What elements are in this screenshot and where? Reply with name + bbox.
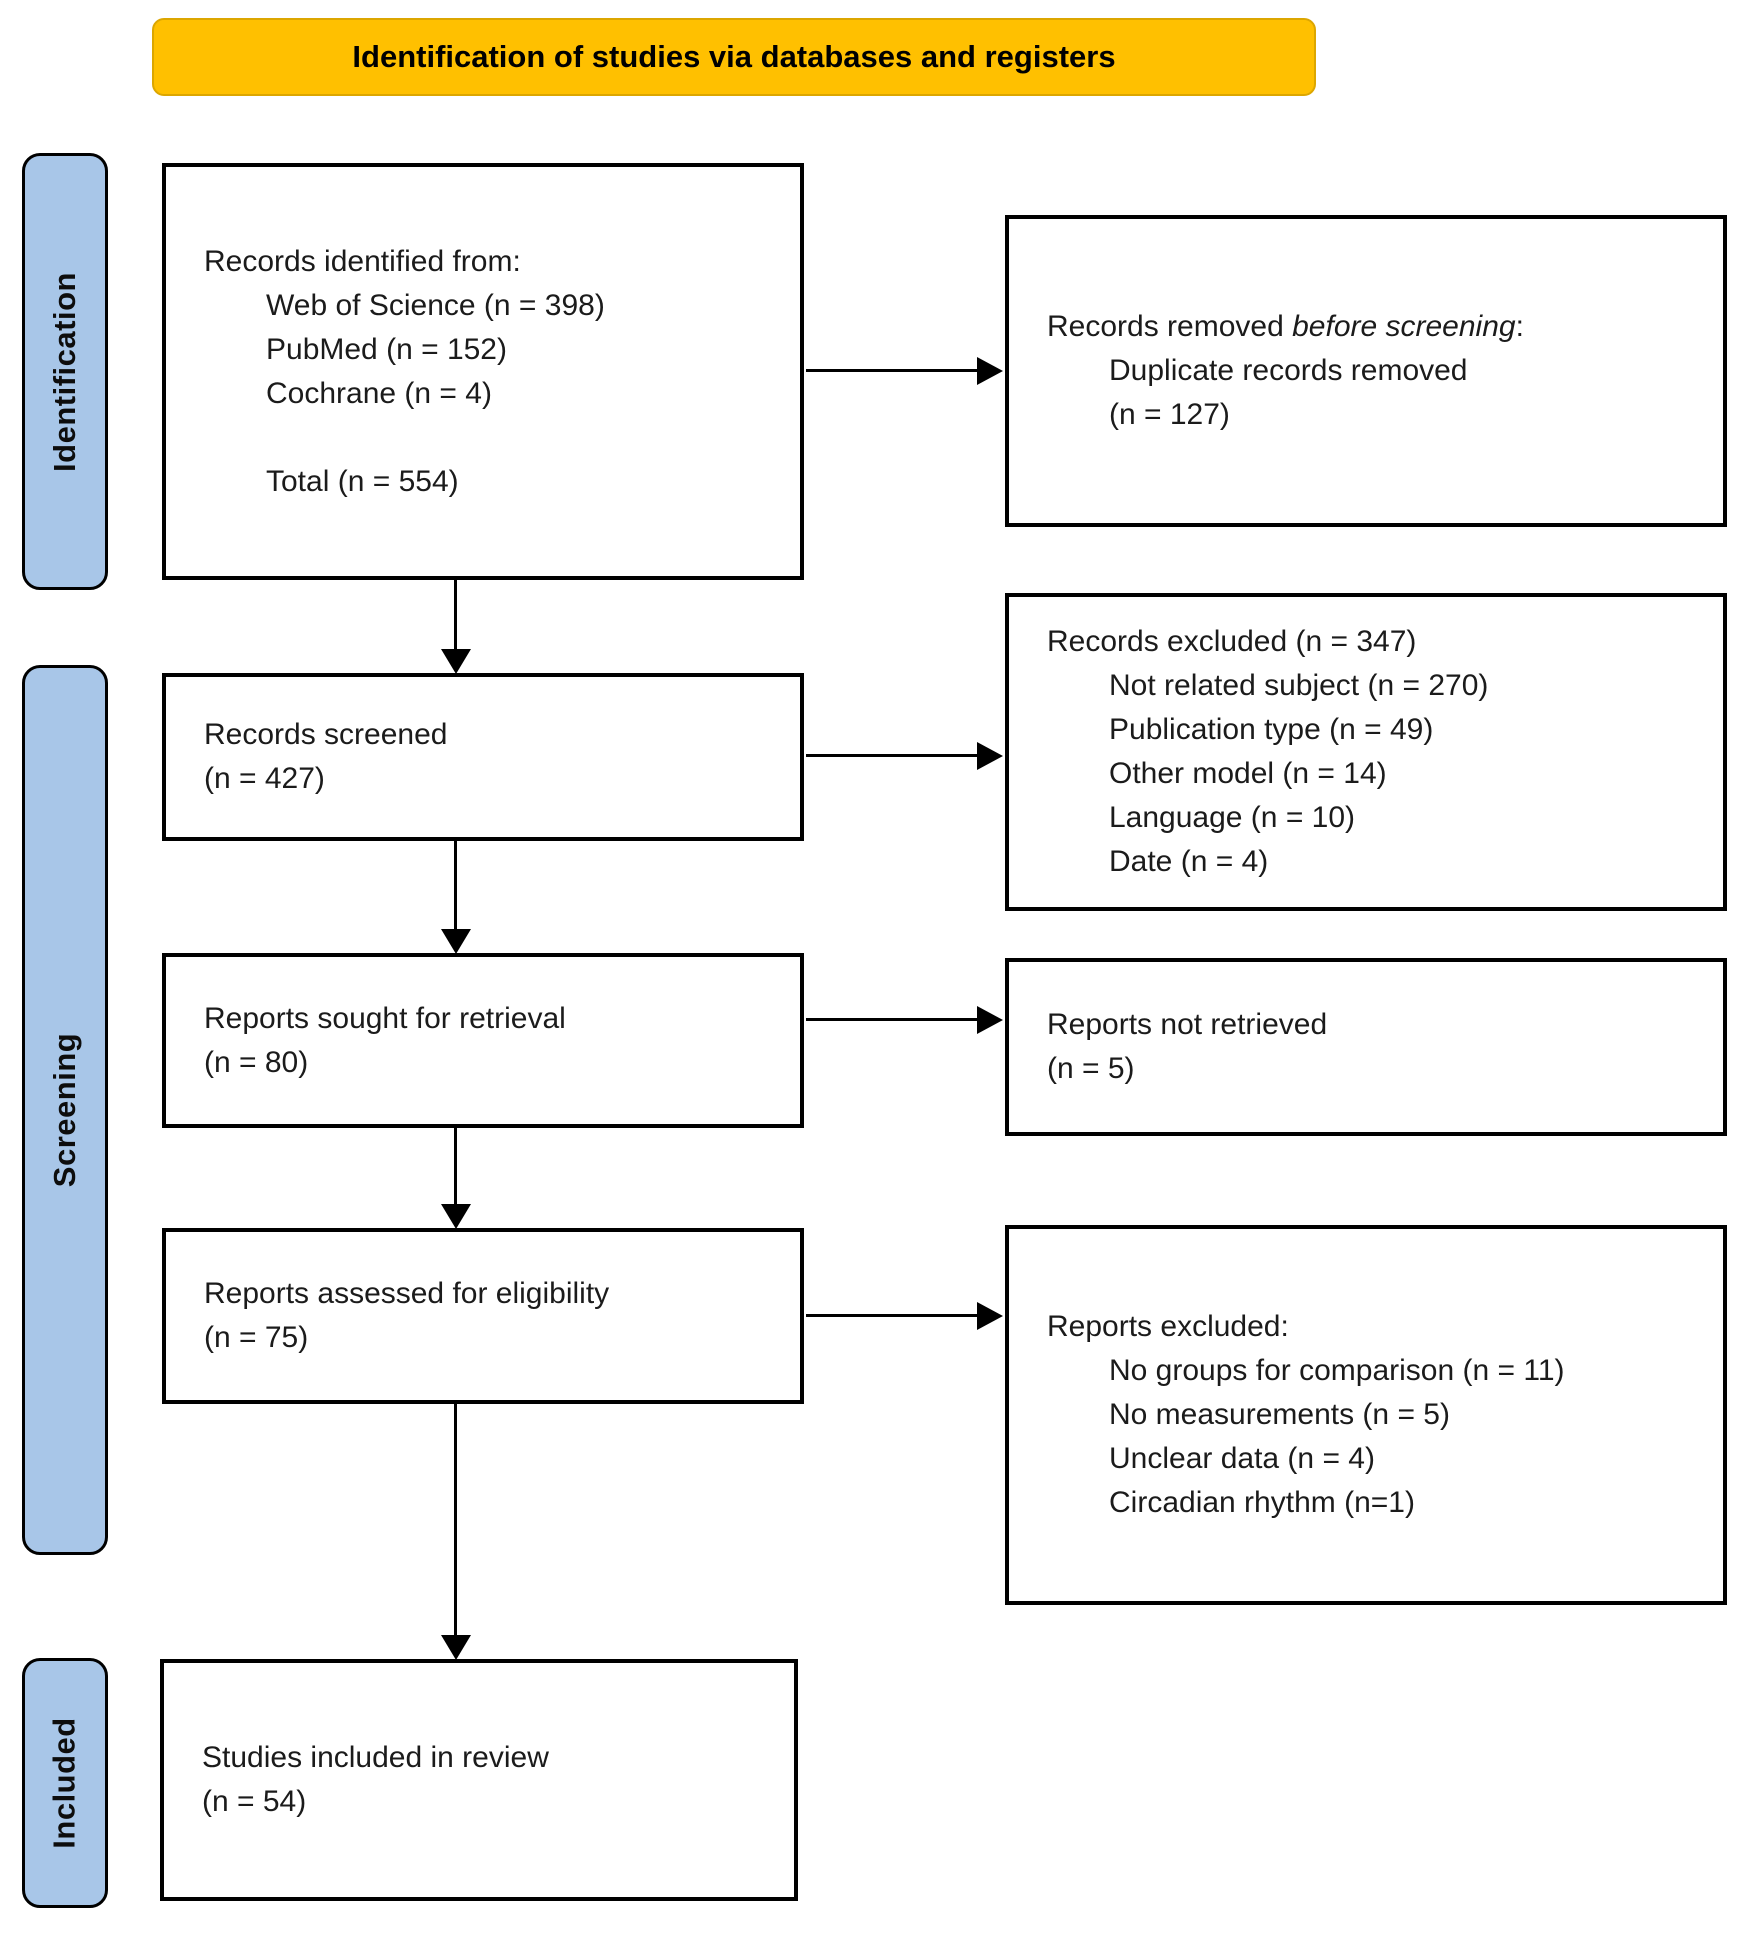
- arrow-identified-to-screened: [454, 580, 457, 649]
- records-removed-heading-prefix: Records removed: [1047, 310, 1293, 343]
- blank-line: [204, 416, 770, 460]
- arrow-screened-to-sought: [454, 841, 457, 929]
- records-identified-total: Total (n = 554): [266, 464, 459, 498]
- reports-excluded-item: No groups for comparison (n = 11): [1109, 1354, 1565, 1387]
- box-records-removed: Records removed before screening: Duplic…: [1005, 215, 1727, 527]
- title-banner-text: Identification of studies via databases …: [352, 39, 1116, 74]
- box-reports-excluded: Reports excluded: No groups for comparis…: [1005, 1225, 1727, 1605]
- box-studies-included: Studies included in review (n = 54): [160, 1659, 798, 1901]
- reports-sought-line1: Reports sought for retrieval: [204, 1001, 566, 1035]
- arrow-sought-to-assessed: [454, 1128, 457, 1204]
- records-excluded-heading: Records excluded (n = 347): [1047, 625, 1417, 658]
- stage-identification: Identification: [22, 153, 108, 590]
- stage-included: Included: [22, 1658, 108, 1908]
- arrow-assessed-to-reports-excluded: [806, 1314, 977, 1317]
- records-excluded-item: Other model (n = 14): [1109, 757, 1387, 790]
- arrow-identified-to-removed: [806, 369, 977, 372]
- reports-excluded-item: Unclear data (n = 4): [1109, 1442, 1375, 1475]
- records-identified-item: Cochrane (n = 4): [266, 376, 492, 410]
- reports-assessed-line2: (n = 75): [204, 1321, 309, 1354]
- box-records-screened: Records screened (n = 427): [162, 673, 804, 841]
- records-removed-heading: Records removed before screening:: [1047, 305, 1693, 349]
- records-excluded-item: Publication type (n = 49): [1109, 713, 1434, 746]
- reports-excluded-item: Circadian rhythm (n=1): [1109, 1486, 1415, 1519]
- reports-excluded-item: No measurements (n = 5): [1109, 1398, 1450, 1431]
- records-removed-heading-italic: before screening: [1292, 310, 1516, 343]
- records-screened-line1: Records screened: [204, 718, 448, 751]
- stage-screening-label: Screening: [47, 1032, 83, 1188]
- stage-identification-label: Identification: [47, 271, 83, 472]
- title-banner: Identification of studies via databases …: [152, 18, 1316, 96]
- reports-assessed-line1: Reports assessed for eligibility: [204, 1277, 610, 1310]
- box-reports-not-retrieved: Reports not retrieved (n = 5): [1005, 958, 1727, 1136]
- reports-excluded-heading: Reports excluded:: [1047, 1310, 1289, 1343]
- reports-sought-line2: (n = 80): [204, 1045, 309, 1079]
- stage-screening: Screening: [22, 665, 108, 1555]
- records-removed-item: Duplicate records removed: [1109, 354, 1468, 387]
- reports-not-retrieved-line2: (n = 5): [1047, 1052, 1135, 1085]
- box-records-excluded: Records excluded (n = 347) Not related s…: [1005, 593, 1727, 911]
- studies-included-line1: Studies included in review: [202, 1741, 549, 1774]
- records-removed-item: (n = 127): [1109, 398, 1230, 431]
- box-reports-assessed: Reports assessed for eligibility (n = 75…: [162, 1228, 804, 1404]
- arrow-assessed-to-included: [454, 1404, 457, 1635]
- records-excluded-item: Language (n = 10): [1109, 801, 1356, 834]
- arrow-sought-to-not-retrieved: [806, 1018, 977, 1021]
- box-records-identified: Records identified from: Web of Science …: [162, 163, 804, 580]
- records-identified-item: PubMed (n = 152): [266, 332, 507, 366]
- records-excluded-item: Date (n = 4): [1109, 845, 1269, 878]
- records-excluded-item: Not related subject (n = 270): [1109, 669, 1489, 702]
- records-identified-heading: Records identified from:: [204, 244, 521, 278]
- records-screened-line2: (n = 427): [204, 762, 325, 795]
- arrow-screened-to-excluded: [806, 754, 977, 757]
- box-reports-sought: Reports sought for retrieval (n = 80): [162, 953, 804, 1128]
- records-removed-heading-suffix: :: [1515, 310, 1524, 343]
- reports-not-retrieved-line1: Reports not retrieved: [1047, 1008, 1328, 1041]
- studies-included-line2: (n = 54): [202, 1785, 307, 1818]
- records-identified-item: Web of Science (n = 398): [266, 288, 605, 322]
- stage-included-label: Included: [47, 1717, 83, 1849]
